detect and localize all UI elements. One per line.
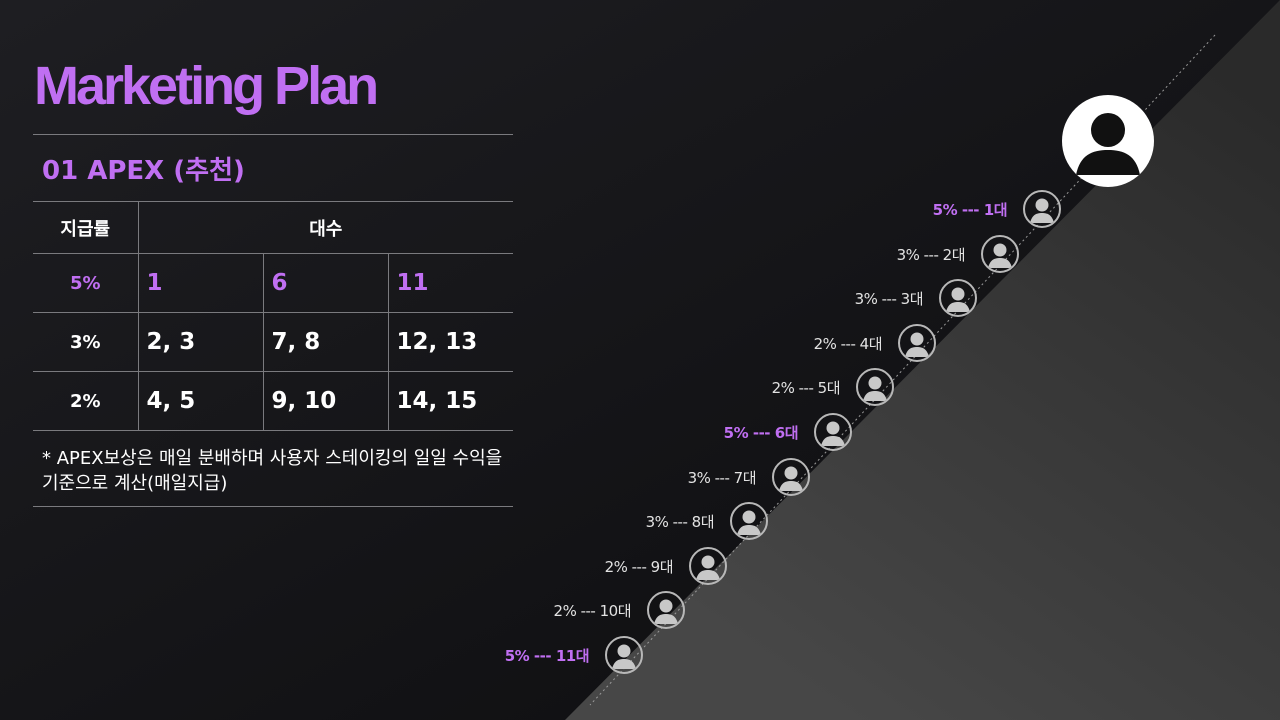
table-cell: 2, 3 bbox=[137, 312, 263, 372]
chain-node-user-icon bbox=[898, 324, 936, 362]
table-header-row: 지급률 대수 bbox=[33, 201, 514, 254]
chain-label: 2% --- 4대 bbox=[813, 335, 883, 353]
chain-label: 5% --- 11대 bbox=[504, 647, 590, 665]
table-row: 2% 4, 5 9, 10 14, 15 bbox=[33, 371, 514, 431]
table-cell: 6 bbox=[262, 253, 388, 313]
chain-node-user-icon bbox=[772, 458, 810, 496]
footnote-divider bbox=[33, 506, 513, 507]
header-count: 대수 bbox=[137, 201, 514, 254]
chain-label: 3% --- 2대 bbox=[896, 246, 966, 264]
table-cell: 1 bbox=[137, 253, 263, 313]
table-cell: 4, 5 bbox=[137, 371, 263, 431]
header-rate: 지급률 bbox=[33, 201, 138, 254]
chain-label: 2% --- 5대 bbox=[771, 379, 841, 397]
chain-label: 2% --- 10대 bbox=[553, 602, 632, 620]
chain-label: 2% --- 9대 bbox=[604, 558, 674, 576]
table-cell: 11 bbox=[387, 253, 514, 313]
chain-node-user-icon bbox=[689, 547, 727, 585]
table-cell: 9, 10 bbox=[262, 371, 388, 431]
table-cell: 12, 13 bbox=[387, 312, 514, 372]
table-cell: 14, 15 bbox=[387, 371, 514, 431]
title-divider bbox=[33, 134, 513, 135]
rate-cell: 2% bbox=[33, 371, 138, 431]
rate-cell: 5% bbox=[33, 253, 138, 313]
chain-label: 3% --- 8대 bbox=[645, 513, 715, 531]
table-cell: 7, 8 bbox=[262, 312, 388, 372]
chain-label: 5% --- 1대 bbox=[932, 201, 1008, 219]
rate-cell: 3% bbox=[33, 312, 138, 372]
chain-node-user-icon bbox=[730, 502, 768, 540]
chain-node-user-icon bbox=[939, 279, 977, 317]
page-title: Marketing Plan bbox=[34, 56, 379, 116]
footnote: * APEX보상은 매일 분배하며 사용자 스테이킹의 일일 수익을 기준으로 … bbox=[42, 448, 503, 494]
rate-table: 지급률 대수 5% 1 6 11 3% 2, 3 7, 8 12, 13 2% … bbox=[33, 201, 514, 431]
section-title: 01 APEX (추천) bbox=[42, 156, 245, 186]
chain-node-user-icon bbox=[647, 591, 685, 629]
chain-label: 3% --- 3대 bbox=[854, 290, 924, 308]
table-row: 5% 1 6 11 bbox=[33, 253, 514, 313]
table-row: 3% 2, 3 7, 8 12, 13 bbox=[33, 312, 514, 372]
chain-node-user-icon bbox=[856, 368, 894, 406]
top-user-icon bbox=[1062, 95, 1154, 187]
chain-label: 3% --- 7대 bbox=[687, 469, 757, 487]
chain-node-user-icon bbox=[605, 636, 643, 674]
chain-label: 5% --- 6대 bbox=[723, 424, 799, 442]
chain-node-user-icon bbox=[1023, 190, 1061, 228]
chain-node-user-icon bbox=[981, 235, 1019, 273]
chain-node-user-icon bbox=[814, 413, 852, 451]
